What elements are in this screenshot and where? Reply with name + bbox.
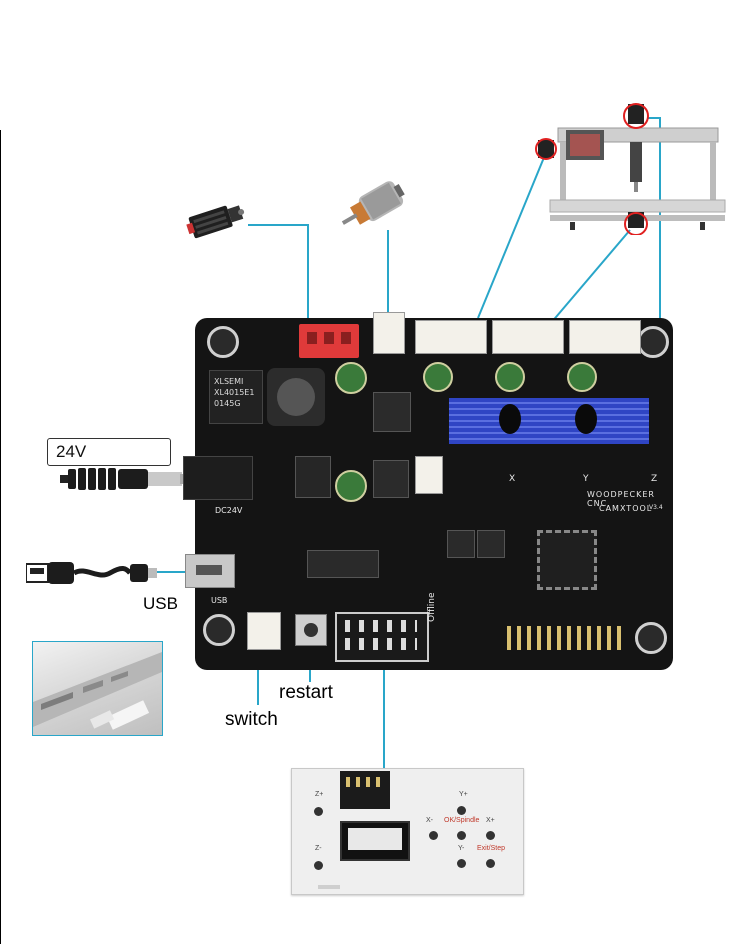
edge-line [0, 130, 1, 944]
chip-brand: XLSEMI [214, 377, 244, 386]
z-plus-button[interactable] [314, 807, 323, 816]
dc-plug-image [60, 468, 186, 490]
fan-connector [415, 456, 443, 494]
microcontroller [537, 530, 597, 590]
spindle-connector [373, 312, 405, 354]
dc-label: DC24V [215, 506, 243, 515]
ic-chip [447, 530, 475, 558]
axis-z-label: Z [651, 474, 658, 484]
offline-header [335, 612, 429, 662]
pin-header [507, 626, 625, 650]
board-version: V3.4 [649, 504, 663, 511]
axis-y-line [544, 229, 631, 331]
exit-step-label: Exit/Step [477, 845, 506, 852]
chip-text: XL4015E1 [214, 388, 255, 397]
stepper-connector-x [415, 320, 487, 354]
board-brand: WOODPECKER CNC [587, 490, 655, 508]
restart-label: restart [279, 682, 333, 703]
mounting-hole [635, 622, 667, 654]
mounting-hole [207, 326, 239, 358]
capacitor [495, 362, 525, 392]
controller-board: XLSEMI XL4015E1 0145G DC24V USB WOODPECK… [183, 312, 673, 670]
y-minus-button[interactable] [457, 859, 466, 868]
offline-controller: Z+ Z- Y+ X- OK/Spindle X+ Y- Exit/Step [291, 768, 524, 895]
ok-spindle-button[interactable] [457, 831, 466, 840]
inductor [267, 368, 325, 426]
z-minus-label: Z- [315, 845, 322, 852]
usb-board-label: USB [211, 596, 228, 605]
buck-converter-chip: XLSEMI XL4015E1 0145G [209, 370, 263, 424]
ok-spindle-label: OK/Spindle [444, 817, 480, 824]
ic-chip [477, 530, 505, 558]
cnc-machine-image [535, 103, 726, 235]
laser-line [248, 224, 309, 325]
board-maker: CAMXTOOL [599, 504, 653, 513]
usb-cable-image [26, 562, 157, 584]
chip-code: 0145G [214, 399, 241, 408]
voltage-label-box: 24V [47, 438, 171, 466]
voltage-label: 24V [56, 442, 87, 461]
x-minus-label: X- [426, 817, 433, 824]
capacitor [335, 362, 367, 394]
laser-connector [299, 324, 359, 358]
spindle-motor-image [341, 181, 405, 225]
z-plus-label: Z+ [315, 791, 324, 798]
ic-chip [307, 550, 379, 578]
dc-jack [183, 456, 253, 500]
x-plus-button[interactable] [486, 831, 495, 840]
y-plus-label: Y+ [459, 791, 468, 798]
z-minus-button[interactable] [314, 861, 323, 870]
axis-x-label: X [509, 474, 516, 484]
heatsink [449, 398, 649, 444]
switch-label: switch [225, 709, 278, 730]
controller-screen [340, 821, 410, 861]
capacitor [423, 362, 453, 392]
usb-label: USB [143, 594, 178, 613]
mosfet [373, 460, 409, 498]
usb-port [185, 554, 235, 588]
mounting-hole [203, 614, 235, 646]
power-switch[interactable] [247, 612, 281, 650]
y-plus-button[interactable] [457, 806, 466, 815]
laser-module-image [186, 205, 245, 239]
restart-button[interactable] [295, 614, 327, 646]
fuse [295, 456, 331, 498]
laptop-usb-image [32, 641, 163, 736]
capacitor [335, 470, 367, 502]
x-minus-button[interactable] [429, 831, 438, 840]
offline-label: Offline [427, 592, 437, 622]
y-minus-label: Y- [458, 845, 465, 852]
capacitor [567, 362, 597, 392]
axis-y-label: Y [583, 474, 589, 484]
mounting-hole [637, 326, 669, 358]
mosfet [373, 392, 411, 432]
exit-step-button[interactable] [486, 859, 495, 868]
controller-connector [340, 771, 390, 809]
stepper-connector-z [569, 320, 641, 354]
axis-x-line [477, 154, 546, 319]
controller-slot [318, 885, 340, 889]
stepper-connector-y [492, 320, 564, 354]
x-plus-label: X+ [486, 817, 495, 824]
